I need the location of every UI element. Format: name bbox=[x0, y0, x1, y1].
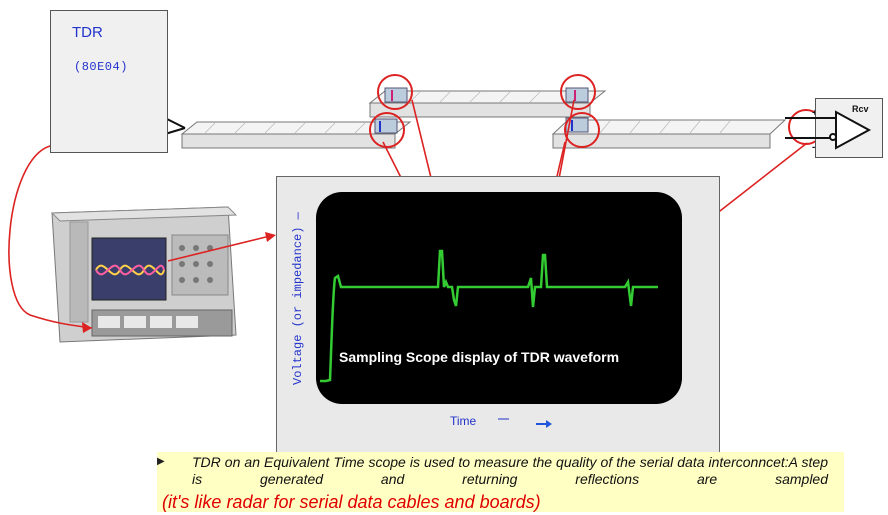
tdr-waveform bbox=[320, 249, 658, 383]
receiver-input-leads bbox=[815, 117, 836, 139]
tdr-to-scope-cable bbox=[8, 145, 93, 329]
via-left-upper bbox=[384, 87, 408, 103]
oscilloscope-icon bbox=[50, 206, 238, 343]
scope-screen bbox=[316, 192, 682, 404]
description-highlight: (it's like radar for serial data cables … bbox=[162, 492, 541, 512]
description-text: TDR on an Equivalent Time scope is used … bbox=[192, 454, 828, 487]
trace-segment-middle bbox=[368, 90, 607, 118]
receiver-amplifier-symbol bbox=[829, 110, 872, 150]
y-axis-label: Voltage (or impedance) — bbox=[291, 212, 305, 385]
screen-caption: Sampling Scope display of TDR waveform bbox=[339, 349, 620, 365]
tdr-model: (80E04) bbox=[74, 60, 128, 74]
highlight-circle-1 bbox=[377, 74, 413, 110]
x-axis-label: Time bbox=[450, 414, 477, 428]
scope-to-display-arrow bbox=[167, 235, 271, 262]
via-right-upper bbox=[565, 87, 589, 103]
tdr-instrument-box bbox=[50, 10, 168, 153]
tdr-title: TDR bbox=[72, 24, 103, 41]
description-note bbox=[157, 452, 844, 512]
highlight-circle-2 bbox=[369, 112, 405, 148]
triangle-bullet-icon: ▶ bbox=[157, 456, 165, 467]
receiver-title: Rcv bbox=[852, 104, 869, 114]
trace-segment-left bbox=[180, 121, 412, 149]
highlight-circle-4 bbox=[564, 112, 600, 148]
svg-text:-: - bbox=[812, 142, 815, 153]
highlight-circle-3 bbox=[560, 74, 596, 110]
x-axis-arrow-icon bbox=[498, 418, 552, 428]
via-left-lower bbox=[374, 118, 398, 134]
trace-segment-right bbox=[551, 119, 787, 149]
